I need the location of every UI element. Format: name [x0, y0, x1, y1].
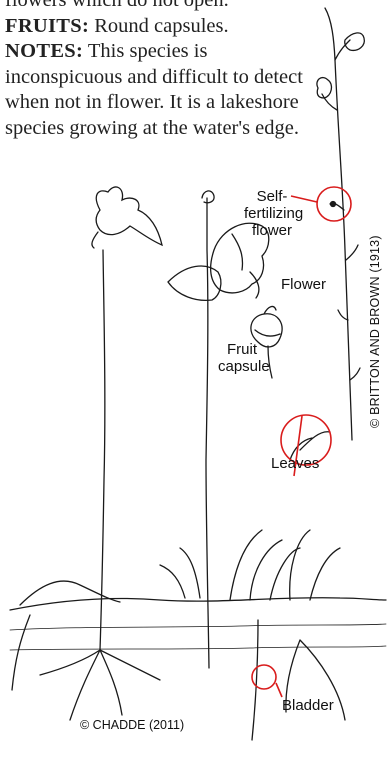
right-stem [325, 8, 352, 440]
bladder-callout [252, 665, 276, 689]
left-flower [96, 187, 162, 245]
britton-credit: © BRITTON AND BROWN (1913) [368, 235, 382, 428]
roots-left [40, 650, 160, 720]
bladder-label: Bladder [282, 697, 334, 714]
middle-stem [206, 198, 209, 668]
chadde-credit: © CHADDE (2011) [80, 718, 184, 732]
left-stem [100, 250, 105, 650]
leaves-label: Leaves [271, 455, 319, 472]
self-fertilizing-label: Self- fertilizing flower [244, 188, 300, 239]
flower-label: Flower [281, 276, 326, 293]
fruit-capsule-label: Fruit capsule [218, 341, 266, 375]
leaves-cluster [160, 530, 340, 600]
ground-line [10, 598, 386, 610]
